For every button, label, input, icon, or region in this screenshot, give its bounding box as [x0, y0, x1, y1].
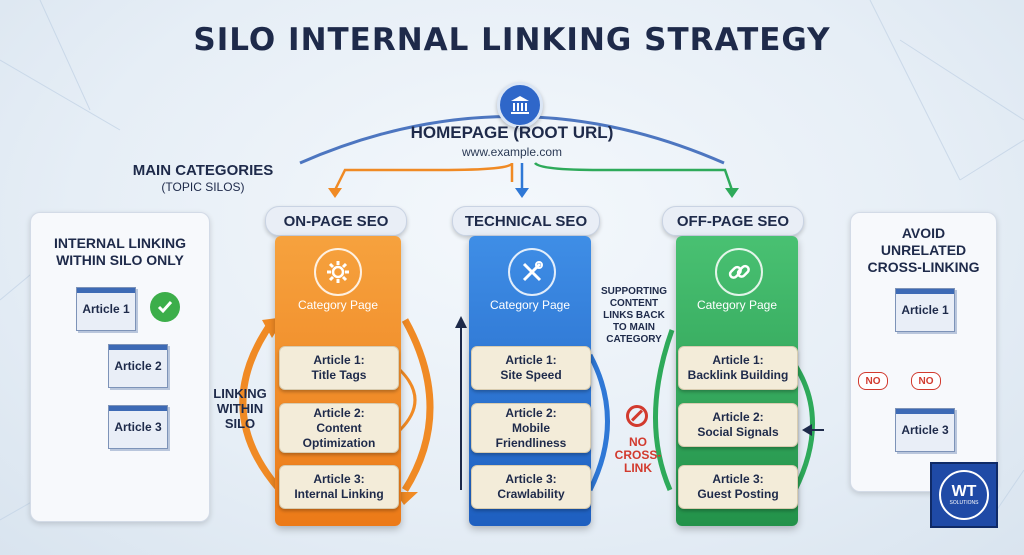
category-page-technical: Category Page [489, 298, 571, 312]
check-icon [150, 292, 180, 322]
offpage-article-2: Article 2:Social Signals [678, 403, 798, 447]
silo-header-onpage: ON-PAGE SEO [265, 206, 407, 236]
offpage-article-1: Article 1:Backlink Building [678, 346, 798, 390]
supporting-content-label: SUPPORTING CONTENT LINKS BACK TO MAIN CA… [600, 286, 668, 345]
doc-article-1: Article 1 [76, 287, 136, 331]
gear-icon [314, 248, 362, 296]
blue-back-arrow-head [455, 316, 467, 328]
green-loop-right [792, 363, 815, 492]
silo-header-technical: TECHNICAL SEO [452, 206, 600, 236]
silo-header-offpage: OFF-PAGE SEO [662, 206, 804, 236]
tools-icon [508, 248, 556, 296]
linking-within-silo-label: LINKING WITHIN SILO [213, 386, 267, 431]
panel-title-line2: WITHIN SILO ONLY [56, 252, 184, 268]
avoid-cross-linking-panel: AVOID UNRELATED CROSS-LINKING [850, 212, 997, 492]
main-categories-label: MAIN CATEGORIES [132, 162, 274, 179]
panel-title-line1: INTERNAL LINKING [54, 235, 186, 251]
arrowhead-technical [515, 188, 529, 198]
green-loop-left [653, 329, 675, 491]
green-back-arrow-head [802, 424, 812, 436]
page-title: SILO INTERNAL LINKING STRATEGY [193, 22, 831, 58]
technical-article-1: Article 1:Site Speed [471, 346, 591, 390]
no-badge-left: NO [858, 372, 888, 390]
internal-linking-panel: INTERNAL LINKING WITHIN SILO ONLY [30, 212, 210, 522]
connector-offpage [533, 162, 734, 191]
technical-article-3: Article 3:Crawlability [471, 465, 591, 509]
orange-mini-loop [398, 368, 417, 432]
doc-article-3: Article 3 [108, 405, 168, 449]
no-badge-center: NO [911, 372, 941, 390]
offpage-article-3: Article 3:Guest Posting [678, 465, 798, 509]
homepage-label: HOMEPAGE (ROOT URL) [410, 123, 614, 142]
orange-loop-right [401, 318, 434, 492]
bank-building-icon [497, 82, 543, 128]
category-page-onpage: Category Page [297, 298, 379, 312]
wt-solutions-logo: WT SOLUTIONS [930, 462, 998, 528]
connector-onpage [333, 162, 514, 191]
prohibited-icon [626, 405, 648, 427]
no-cross-link-label: NO CROSS- LINK [614, 435, 662, 475]
main-categories-sub: (TOPIC SILOS) [161, 180, 245, 194]
arrowhead-offpage [725, 188, 739, 198]
right-doc-article-1: Article 1 [895, 288, 955, 332]
link-icon [715, 248, 763, 296]
onpage-article-1: Article 1:Title Tags [279, 346, 399, 390]
arrowhead-onpage [328, 188, 342, 198]
onpage-article-3: Article 3:Internal Linking [279, 465, 399, 509]
orange-loop-left [239, 319, 283, 493]
homepage-url: www.example.com [461, 145, 563, 159]
right-doc-article-3: Article 3 [895, 408, 955, 452]
blue-loop-right [587, 353, 610, 492]
doc-article-2: Article 2 [108, 344, 168, 388]
category-page-offpage: Category Page [696, 298, 778, 312]
